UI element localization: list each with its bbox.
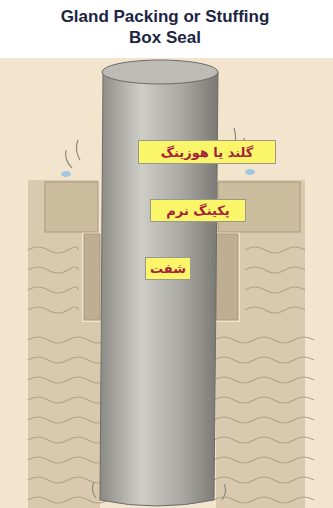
housing-right	[216, 180, 305, 508]
leak-marks	[66, 128, 246, 500]
packing-left	[84, 234, 100, 320]
part-label: گلند یا هوزینگ	[161, 145, 254, 160]
gland-left	[45, 182, 98, 232]
part-label: پکینگ نرم	[166, 203, 229, 218]
label-box: گلند یا هوزینگ	[138, 140, 276, 164]
part-label: شفت	[150, 261, 186, 276]
shaft-end	[102, 60, 218, 84]
packing-right	[216, 234, 238, 320]
leak-drops	[61, 169, 255, 177]
diagram-title: Gland Packing or Stuffing Box Seal	[60, 6, 270, 48]
housing-left	[28, 180, 100, 508]
label-box: شفت	[145, 257, 191, 280]
shaft	[100, 72, 218, 506]
background	[0, 58, 333, 508]
label-box: پکینگ نرم	[150, 199, 246, 222]
